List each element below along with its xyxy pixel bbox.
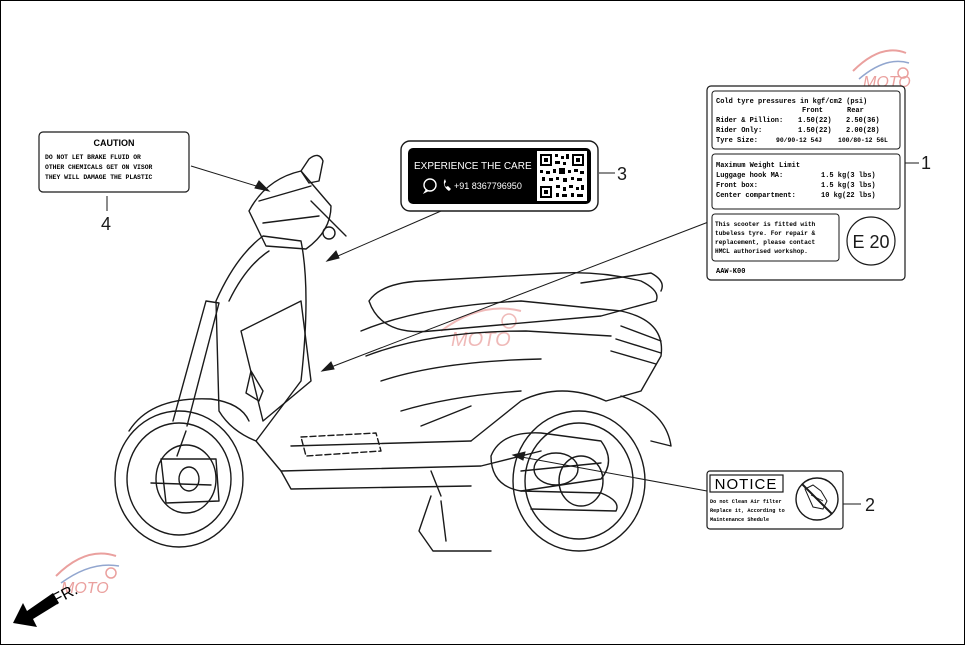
watermark-logo-center: MOTO xyxy=(440,307,522,351)
rider-pillion-rear: 2.50(36) xyxy=(846,117,880,125)
front-wheel xyxy=(114,410,244,548)
rider-only-label: Rider Only: xyxy=(716,127,762,135)
spec-label: Cold tyre pressures in kgf/cm2 (psi) Fro… xyxy=(706,85,906,281)
tyre-size-label: Tyre Size: xyxy=(716,137,758,145)
caution-label: CAUTION DO NOT LET BRAKE FLUID OR OTHER … xyxy=(38,131,190,193)
rear-wheel xyxy=(512,410,646,552)
tubeless-line-3: replacement, please contact xyxy=(715,239,816,246)
no-cleaning-icon xyxy=(795,477,839,521)
callout-2: 2 xyxy=(865,495,875,515)
callout-4: 4 xyxy=(101,214,111,234)
col-front: Front xyxy=(802,107,823,115)
notice-line-2: Replace it, According to xyxy=(710,508,785,514)
rider-pillion-label: Rider & Pillion: xyxy=(716,117,783,125)
scooter-drawing xyxy=(114,154,672,552)
col-rear: Rear xyxy=(847,107,864,115)
tyre-size-front: 90/90-12 54J xyxy=(776,137,822,144)
center-value: 10 kg(22 lbs) xyxy=(821,192,876,200)
care-label: EXPERIENCE THE CARE +91 8367796950 xyxy=(400,140,599,212)
tubeless-line-4: HMCL authorised workshop. xyxy=(715,248,808,255)
weight-heading: Maximum Weight Limit xyxy=(716,162,800,170)
phone-icon xyxy=(443,179,451,191)
tyre-pressure-heading: Cold tyre pressures in kgf/cm2 (psi) xyxy=(716,98,867,106)
caution-title: CAUTION xyxy=(94,138,135,148)
tubeless-line-2: tubeless tyre. For repair & xyxy=(715,230,816,237)
part-code: AAW-K00 xyxy=(716,268,745,276)
caution-line-2: OTHER CHEMICALS GET ON VISOR xyxy=(45,164,153,171)
caution-line-1: DO NOT LET BRAKE FLUID OR xyxy=(45,154,141,161)
frontbox-value: 1.5 kg(3 lbs) xyxy=(821,182,876,190)
callout-3: 3 xyxy=(617,164,627,184)
qr-code xyxy=(537,151,587,201)
front-direction-indicator: FR. xyxy=(13,581,81,627)
front-arrow-icon xyxy=(13,593,59,627)
rider-only-front: 1.50(22) xyxy=(798,127,832,135)
caution-line-3: THEY WILL DAMAGE THE PLASTIC xyxy=(45,174,153,181)
whatsapp-icon xyxy=(422,178,437,195)
rider-only-rear: 2.00(28) xyxy=(846,127,880,135)
notice-title: NOTICE xyxy=(715,476,778,493)
watermark-logo-bottom-left: MOTO xyxy=(55,552,120,597)
frontbox-label: Front box: xyxy=(716,182,758,190)
e20-emblem xyxy=(846,216,896,266)
center-label: Center compartment: xyxy=(716,192,796,200)
care-title: EXPERIENCE THE CARE xyxy=(414,161,532,172)
watermark-logo-top-right: MOTO xyxy=(852,49,911,91)
svg-text:MOTO: MOTO xyxy=(61,580,109,597)
e20-text: E 20 xyxy=(852,232,889,252)
care-phone: +91 8367796950 xyxy=(454,181,522,191)
callout-1: 1 xyxy=(921,153,931,173)
leader-lines xyxy=(106,162,919,505)
luggage-label: Luggage hook MA: xyxy=(716,172,783,180)
notice-label: NOTICE Do not Clean Air filter Replace i… xyxy=(706,470,844,530)
svg-text:MOTO: MOTO xyxy=(451,329,511,351)
notice-line-3: Maintenance Shedule xyxy=(710,517,769,523)
notice-line-1: Do not Clean Air filter xyxy=(710,499,782,505)
luggage-value: 1.5 kg(3 lbs) xyxy=(821,172,876,180)
tubeless-line-1: This scooter is fitted with xyxy=(715,221,816,228)
rider-pillion-front: 1.50(22) xyxy=(798,117,832,125)
tyre-size-rear: 100/80-12 56L xyxy=(838,137,888,144)
